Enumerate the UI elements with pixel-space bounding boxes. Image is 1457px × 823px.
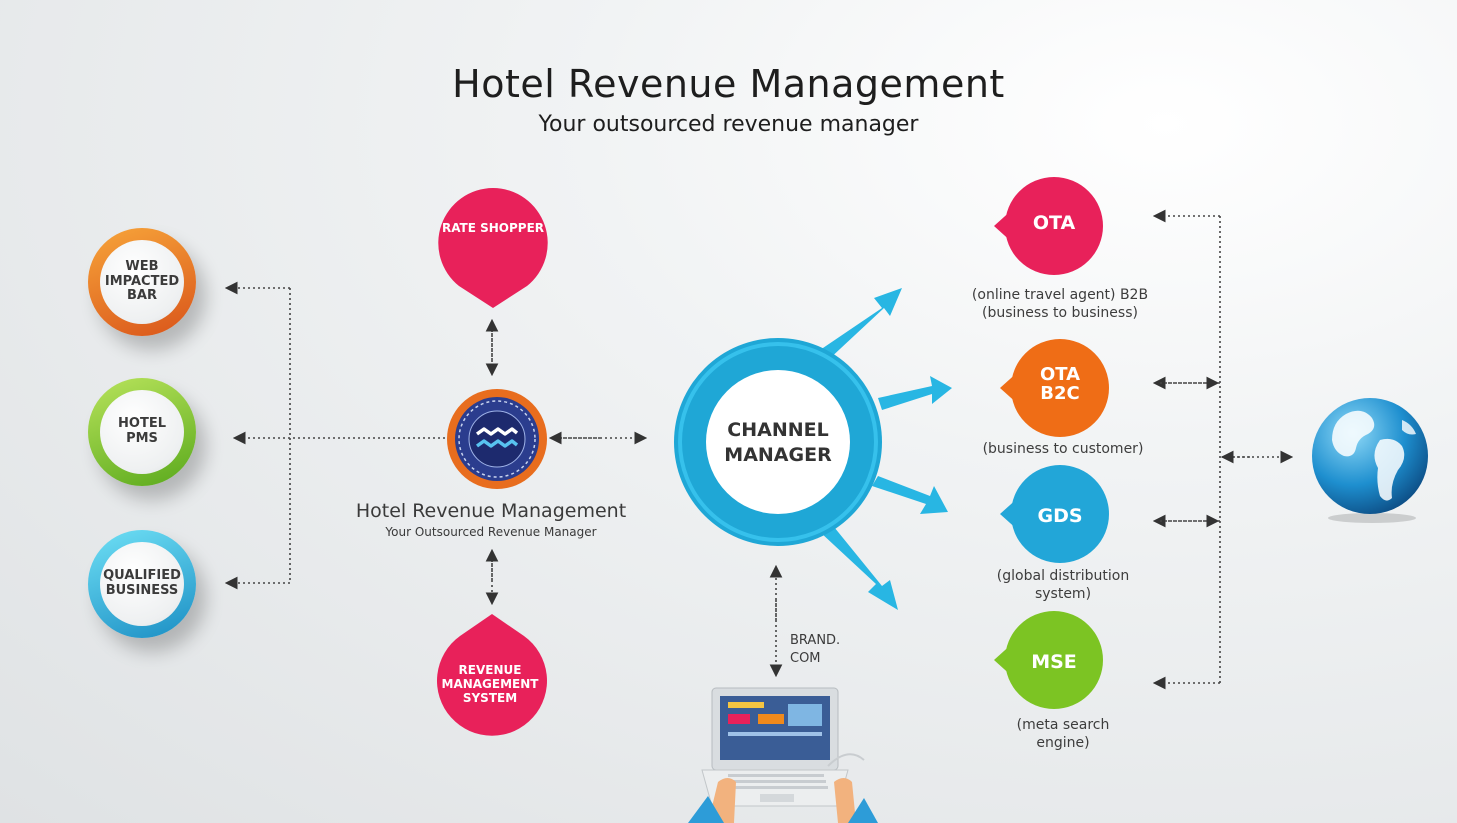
channel-arrow-4 — [820, 522, 898, 610]
aquarius-zodiac-icon — [447, 389, 547, 489]
qualified-business-node: QUALIFIED BUSINESS — [88, 530, 196, 638]
gds-bubble — [1000, 465, 1109, 563]
mse-description: (meta search engine) — [1016, 717, 1110, 752]
ota-b2c-label: OTA B2C — [1039, 364, 1081, 404]
channel-manager-arrows — [674, 288, 952, 610]
hub-title: Hotel Revenue Management — [355, 500, 627, 522]
ota-b2c-bubble — [1000, 339, 1109, 437]
hub-subtitle: Your Outsourced Revenue Manager — [385, 525, 597, 539]
page-title: Hotel Revenue Management — [452, 62, 1005, 106]
brand-com-label: BRAND. COM — [790, 633, 841, 666]
gds-label: GDS — [1037, 505, 1083, 527]
channel-arrow-1 — [820, 288, 902, 362]
channel-arrow-2 — [878, 376, 952, 410]
qualified-business-label: QUALIFIED BUSINESS — [103, 568, 181, 598]
hotel-pms-label: HOTEL PMS — [118, 416, 166, 446]
mse-label: MSE — [1031, 651, 1077, 673]
globe-icon — [1312, 398, 1428, 523]
ota-description: (online travel agent) B2B (business to b… — [971, 287, 1149, 322]
web-impacted-bar-label: WEB IMPACTED BAR — [104, 258, 180, 304]
rate-shopper-label: RATE SHOPPER — [441, 221, 545, 235]
laptop-icon — [688, 687, 878, 823]
channel-manager-label: CHANNEL MANAGER — [724, 419, 832, 467]
hotel-pms-node: HOTEL PMS — [88, 378, 196, 486]
web-impacted-bar-node: WEB IMPACTED BAR — [88, 228, 196, 336]
page-subtitle: Your outsourced revenue manager — [538, 112, 919, 137]
mse-bubble — [994, 611, 1103, 709]
ota-b2c-description: (business to customer) — [982, 441, 1144, 457]
revenue-management-system-pin — [437, 614, 547, 736]
revenue-management-system-label: REVENUE MANAGEMENT SYSTEM — [441, 663, 539, 705]
ota-label: OTA — [1032, 212, 1076, 234]
channel-arrow-3 — [872, 476, 948, 514]
ota-bubble — [994, 177, 1103, 275]
rate-shopper-pin — [438, 188, 548, 308]
gds-description: (global distribution system) — [996, 568, 1130, 603]
